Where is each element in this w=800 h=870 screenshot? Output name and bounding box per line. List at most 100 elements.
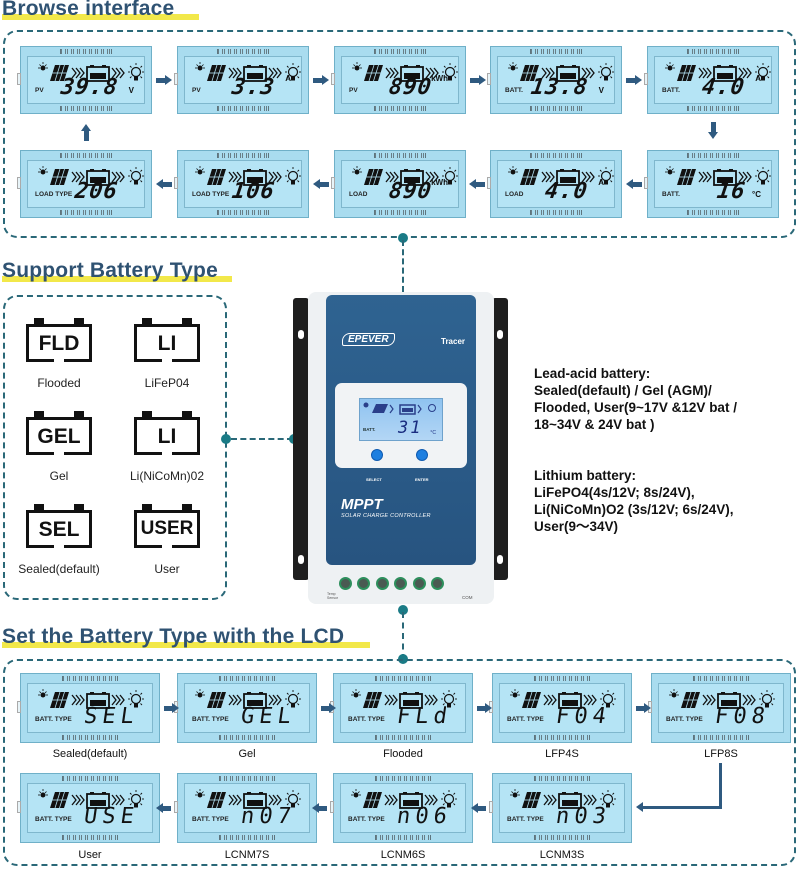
arrow-right-icon [322,75,329,85]
description-line: LiFePO4(4s/12V; 8s/24V), [534,485,695,500]
lcd-status-icons [195,789,301,809]
lcd-status-icons [352,62,458,82]
lcd-value: SEL [82,704,141,729]
wire-terminal [394,577,407,590]
battery-base [26,545,54,548]
mount-hole [298,555,304,564]
battery-base [64,545,92,548]
mount-hole [497,555,503,564]
battery-code: SEL [38,518,80,541]
flow-arrows-icon [71,171,85,183]
flow-arrows-icon [738,171,752,183]
lcd-value: 39.8 [59,75,120,100]
section-title-support: Support Battery Type [2,259,232,283]
lcd-segment-ticks [375,835,431,840]
lcd-label: BATT. [662,191,680,198]
lightbulb-icon [128,167,144,185]
battery-icon [243,65,267,82]
battery-terminal [74,411,84,418]
lightbulb-icon [285,167,301,185]
lcd-segment-ticks [530,210,582,215]
lcd-segment-ticks [374,153,426,158]
sun-icon [38,62,48,71]
sun-icon [351,789,361,798]
lcd-icons [363,402,436,415]
lcd-value: 890 [387,75,434,100]
lcd-segment-ticks [62,735,118,740]
flow-arrows-icon [111,794,125,806]
section-title-text: Set the Battery Type with the LCD [2,625,345,648]
arrow-shaft [156,78,165,83]
arrow-left-icon [636,802,643,812]
sun-icon [510,689,520,698]
lcd-side-tab [17,177,21,190]
connector-line [231,438,293,440]
solar-panel-icon [363,791,382,809]
lithium-description: Lithium battery: LiFePO4(4s/12V; 8s/24V)… [534,467,734,535]
battery-type-name: User [154,562,180,576]
lcd-label: BATT. TYPE [35,716,72,723]
model-name: Tracer [441,337,466,346]
battery-base [64,452,92,455]
lcd-value: 3.3 [230,75,277,100]
battery-type-icon: GEL [26,411,92,455]
sun-icon [665,62,675,71]
lcd-segment-ticks [60,153,112,158]
brand-logo: EPEVER [342,333,395,346]
battery-base [26,452,54,455]
lcd-value: 16 [714,179,747,204]
lcd-status-icons [508,62,614,82]
wire-terminal [357,577,370,590]
lead-acid-title: Lead-acid battery: [534,366,651,381]
battery-type-icon: LI [134,318,200,362]
sun-icon [38,166,48,175]
battery-icon [86,169,110,186]
mount-hole [298,330,304,339]
battery-type-name: Flooded [37,376,81,390]
mounting-bracket-left [293,298,309,580]
lcd-status-icons [669,689,775,709]
lcd-label: LOAD TYPE [35,191,73,198]
arrow-left-icon [471,803,478,813]
lcd-status-icons [510,789,616,809]
battery-setting-caption: LCNM3S [539,849,585,861]
sun-icon [510,789,520,798]
flow-arrows-icon [543,694,557,706]
lcd-status-icons [352,166,458,186]
battery-base [172,359,200,362]
battery-terminal [74,318,84,325]
enter-button[interactable] [416,449,428,461]
battery-type-icon: SEL [26,504,92,548]
set-battery-panel [3,659,796,866]
lcd-unit: °C [430,430,436,436]
lcd-segment-ticks [217,210,269,215]
lcd-segment-ticks [62,776,118,781]
connector-dot [221,434,231,444]
lcd-segment-ticks [375,735,431,740]
lcd-status-icons [508,166,614,186]
lcd-side-tab [487,73,491,86]
arrow-left-icon [312,803,319,813]
battery-terminal [142,318,152,325]
flow-arrows-icon [111,694,125,706]
wire-terminal [431,577,444,590]
solar-panel-icon [50,691,69,709]
lcd-unit: °C [752,190,761,199]
lcd-segment-ticks [687,153,739,158]
select-button[interactable] [371,449,383,461]
battery-icon [86,692,110,709]
flow-arrows-icon [228,171,242,183]
battery-code: USER [140,518,194,539]
solar-panel-icon [364,168,383,186]
battery-setting-caption: LCNM6S [380,849,426,861]
lcd-label: PV [192,87,201,94]
